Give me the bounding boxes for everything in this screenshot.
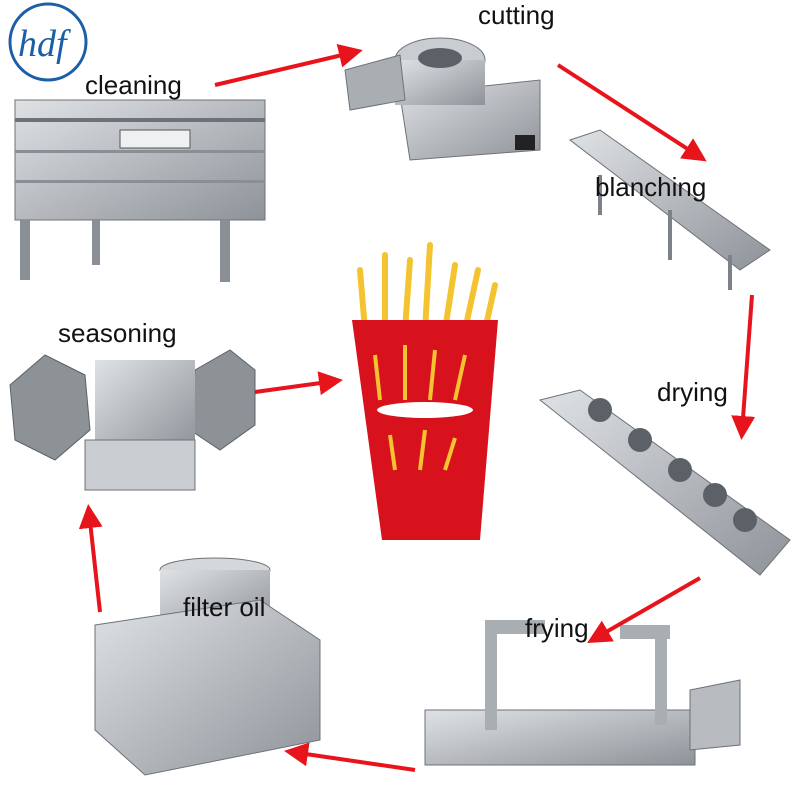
cutting-machine-image [344,37,541,161]
label-filter-oil: filter oil [183,592,266,622]
arrow-filter-oil-to-seasoning [78,504,103,613]
seasoning-machine-image [9,349,256,491]
arrow-seasoning-to-product [254,371,343,396]
blanching-machine-image [568,129,771,290]
svg-text:hdf: hdf [18,23,71,65]
label-seasoning: seasoning [58,318,177,348]
label-cutting: cutting [478,0,555,30]
arrow-cutting-to-blanching [556,63,707,162]
arrow-frying-to-filter-oil [284,742,416,772]
arrow-blanching-to-drying [731,294,756,440]
label-blanching: blanching [595,172,707,202]
arrow-drying-to-frying [587,576,701,643]
frying-machine-image [424,620,741,766]
arrow-cleaning-to-cutting [214,43,363,87]
drying-machine-image [538,389,791,576]
flow-arrows [78,43,756,772]
label-frying: frying [525,613,589,643]
label-drying: drying [657,377,728,407]
french-fries-product-image [352,242,498,540]
filter-oil-machine-image [94,557,321,776]
label-cleaning: cleaning [85,70,182,100]
hdf-logo: hdf [8,2,88,82]
cleaning-machine-image [14,99,266,282]
